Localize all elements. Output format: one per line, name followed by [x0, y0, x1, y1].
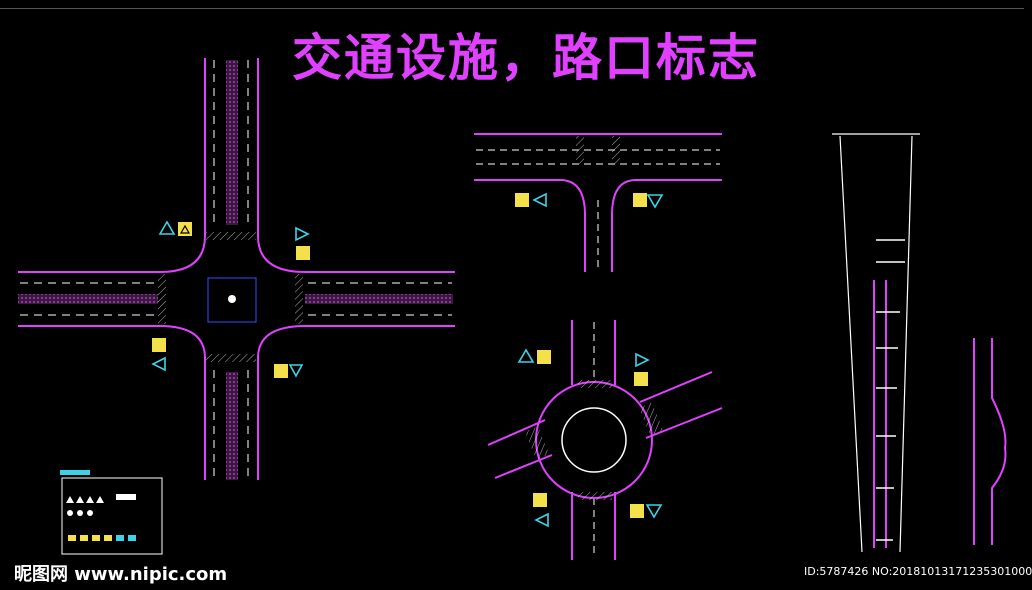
drawing-title: 交通设施，路口标志: [292, 28, 760, 87]
triangle-warning-icon: [645, 504, 663, 519]
yield-sign-icon: [633, 193, 647, 207]
sign-legend-box: [60, 470, 163, 555]
triangle-warning-icon: [646, 194, 664, 209]
triangle-warning-icon: [151, 356, 166, 372]
yield-sign-icon: [178, 222, 192, 236]
triangle-warning-icon: [158, 220, 176, 235]
triangle-warning-icon: [517, 348, 535, 363]
yield-sign-icon: [533, 493, 547, 507]
yield-sign-icon: [634, 372, 648, 386]
roundabout: [487, 320, 723, 560]
triangle-warning-icon: [532, 192, 547, 208]
yield-sign-icon: [630, 504, 644, 518]
triangle-warning-icon: [635, 352, 650, 368]
watermark-id: ID:5787426 NO:20181013171235301000: [804, 565, 1032, 578]
yield-sign-icon: [152, 338, 166, 352]
lane-taper-detail: [832, 133, 1007, 553]
frame-top-border: [0, 8, 1024, 9]
triangle-warning-icon: [288, 364, 304, 378]
yield-sign-icon: [274, 364, 288, 378]
triangle-warning-icon: [534, 512, 549, 528]
four-way-intersection: [18, 58, 455, 480]
watermark-site: 昵图网 www.nipic.com: [14, 564, 228, 585]
t-intersection: [474, 133, 722, 272]
yield-sign-icon: [537, 350, 551, 364]
triangle-warning-icon: [295, 226, 310, 242]
yield-sign-icon: [296, 246, 310, 260]
yield-sign-icon: [515, 193, 529, 207]
